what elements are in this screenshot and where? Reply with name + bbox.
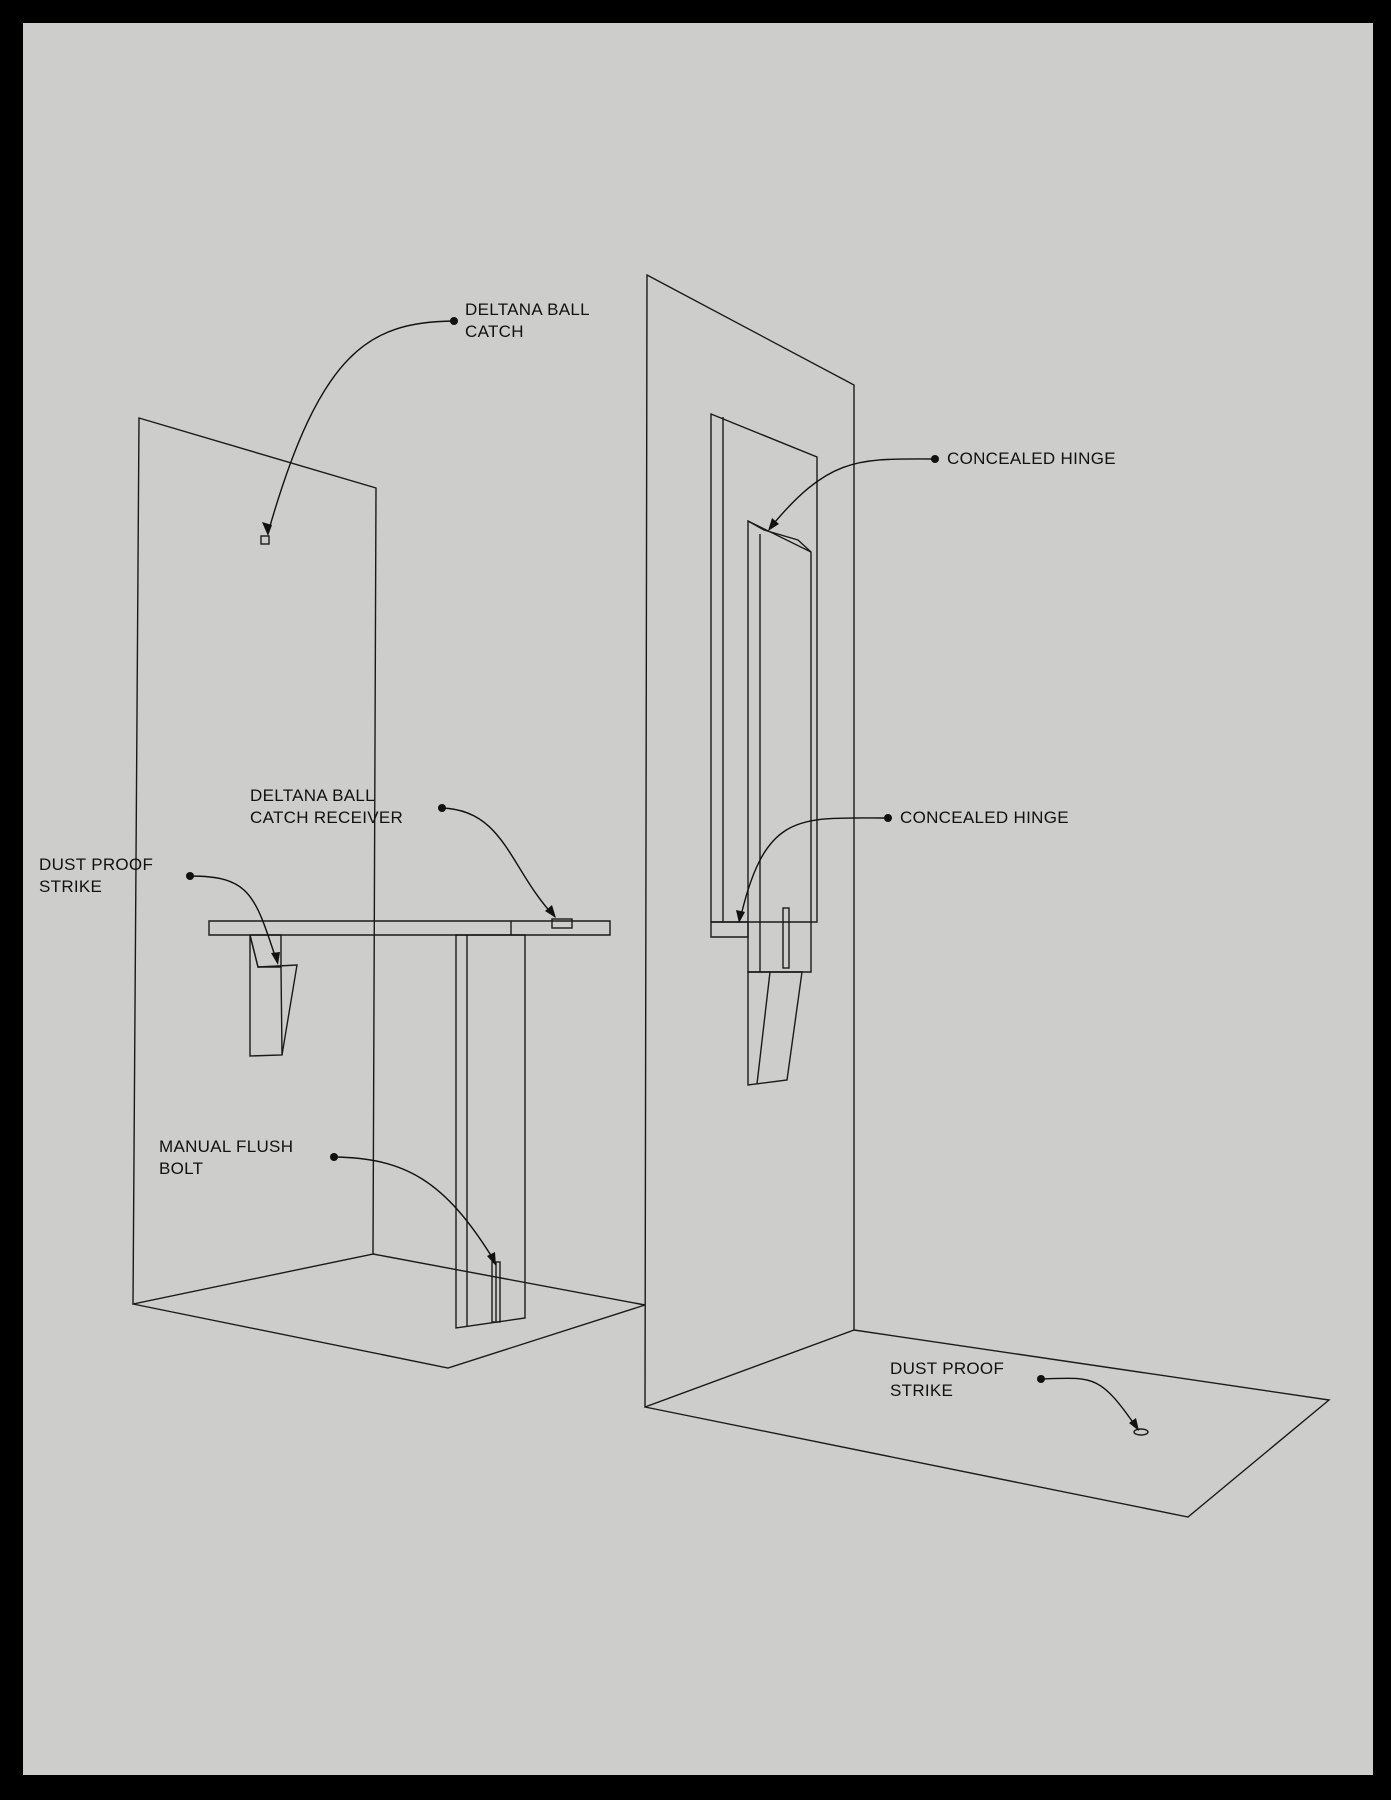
callout-line: DUST PROOF [890, 1359, 1005, 1378]
callout-line: MANUAL FLUSH [159, 1137, 294, 1156]
right-wall-assembly [644, 273, 1331, 1518]
leader-dust-proof-strike-right [1040, 1377, 1138, 1429]
leader-arrow-icon [487, 1252, 496, 1266]
callout-line: CATCH [465, 322, 524, 341]
callout-line: STRIKE [890, 1381, 954, 1400]
leader-manual-flush-bolt [333, 1156, 496, 1263]
left-bracket-lower [249, 934, 298, 1057]
right-jamb-frame [710, 412, 818, 923]
leader-arrow-icon [1129, 1418, 1139, 1431]
drawing-sheet [23, 23, 1373, 1775]
dust-proof-strike-part [1133, 1428, 1149, 1436]
right-flush-bolt [782, 907, 790, 969]
callout-concealed-hinge-bottom: CONCEALED HINGE [900, 807, 1069, 829]
callout-line: STRIKE [39, 877, 103, 896]
ball-catch-part [260, 535, 270, 545]
right-back-wall [644, 273, 855, 1409]
callout-concealed-hinge-top: CONCEALED HINGE [947, 448, 1116, 470]
left-door-leaf [455, 934, 526, 1329]
leader-dot-icon [1037, 1375, 1045, 1383]
callout-dust-proof-strike-right: DUST PROOF STRIKE [890, 1358, 1004, 1402]
leader-ball-catch-receiver [441, 807, 556, 918]
leader-dot-icon [186, 872, 194, 880]
leaders [186, 317, 1139, 1431]
callout-line: CONCEALED HINGE [900, 808, 1069, 827]
leader-dot-icon [884, 814, 892, 822]
leader-arrow-icon [271, 952, 280, 965]
leader-arrow-icon [545, 905, 556, 918]
left-wall-assembly [132, 417, 646, 1369]
leader-concealed-hinge-bottom [739, 817, 889, 921]
leader-dot-icon [330, 1153, 338, 1161]
left-shelf [208, 920, 611, 936]
right-floor [644, 1329, 1331, 1518]
callout-manual-flush-bolt: MANUAL FLUSH BOLT [159, 1136, 293, 1180]
leader-dust-proof-strike-left [189, 875, 278, 963]
leader-concealed-hinge-top [769, 458, 936, 529]
leader-dot-icon [931, 455, 939, 463]
leader-dot-icon [438, 804, 446, 812]
right-shelf [710, 921, 749, 938]
leader-arrow-icon [768, 518, 779, 531]
callout-dust-proof-strike-left: DUST PROOF STRIKE [39, 854, 153, 898]
leader-ball-catch [267, 320, 455, 534]
callout-ball-catch-receiver: DELTANA BALL CATCH RECEIVER [250, 785, 403, 829]
callout-line: CONCEALED HINGE [947, 449, 1116, 468]
right-bracket-lower [747, 971, 803, 1086]
callout-line: DELTANA BALL [250, 786, 375, 805]
leader-arrow-icon [262, 522, 272, 536]
callout-line: BOLT [159, 1159, 204, 1178]
callout-line: DELTANA BALL [465, 300, 590, 319]
leader-dot-icon [450, 317, 458, 325]
left-floor [132, 1253, 646, 1369]
ball-catch-receiver-part [551, 918, 573, 929]
right-door-leaf [747, 519, 812, 973]
callout-line: DUST PROOF [39, 855, 154, 874]
callout-line: CATCH RECEIVER [250, 808, 404, 827]
leader-arrow-icon [736, 910, 745, 923]
callout-ball-catch: DELTANA BALL CATCH [465, 299, 590, 343]
